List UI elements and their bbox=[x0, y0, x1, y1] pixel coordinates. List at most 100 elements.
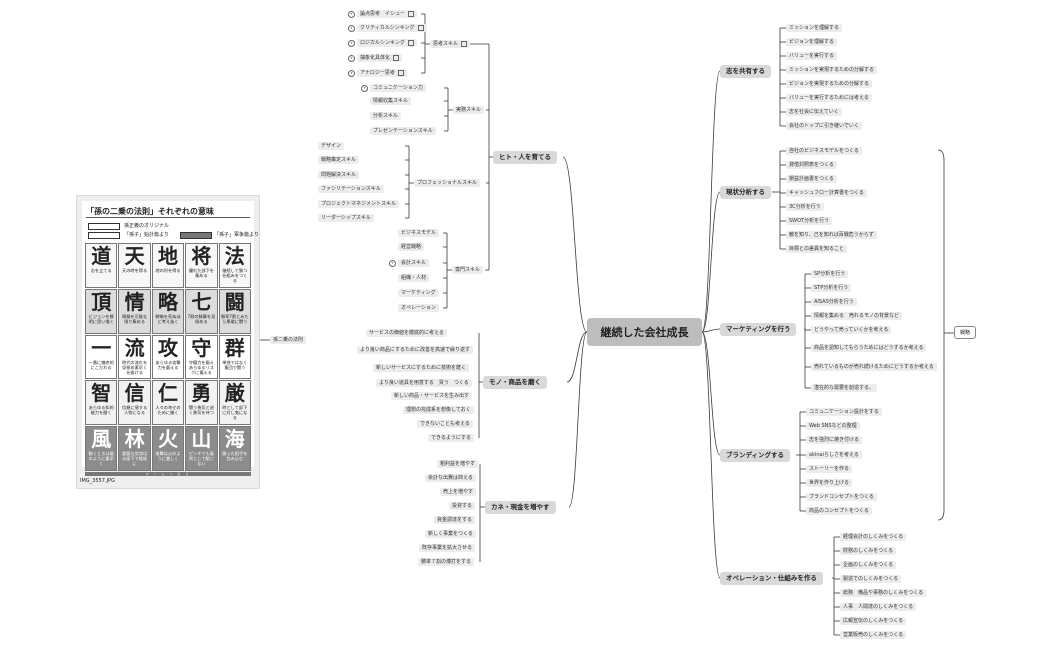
subtopic-analysis-6[interactable]: 敵を知り、己を知れば百戦危うからず bbox=[786, 231, 877, 239]
skill-specialist-5[interactable]: オペレーション bbox=[398, 304, 439, 312]
skill-professional-2[interactable]: 問題解決スキル bbox=[318, 171, 360, 179]
subtopic-analysis-0[interactable]: 自社のビジネスモデルをつくる bbox=[786, 147, 862, 155]
skill-specialist-3[interactable]: 組織・人材 bbox=[398, 274, 430, 282]
subtopic-branding-4[interactable]: ストーリーを作る bbox=[806, 465, 853, 473]
external-link-icon[interactable] bbox=[393, 54, 400, 61]
skill-specialist-2[interactable]: 会計スキル bbox=[398, 259, 430, 267]
skill-think-2[interactable]: ロジカルシンキング bbox=[357, 39, 417, 47]
subtopic-marketing-3[interactable]: 情報を集める 売れるモノの背景など bbox=[811, 312, 903, 320]
external-link-icon[interactable] bbox=[407, 39, 414, 46]
skill-professional-3[interactable]: ファシリテーションスキル bbox=[318, 185, 384, 193]
subgroup-think[interactable]: 思考スキル bbox=[430, 40, 471, 48]
money-item-6[interactable]: 既存事業を拡大させる bbox=[419, 544, 476, 552]
goods-item-3[interactable]: より良い道具を用意する 買う つくる bbox=[376, 379, 472, 387]
skill-professional-5[interactable]: リーダーシップスキル bbox=[318, 214, 374, 222]
skill-professional-1[interactable]: 戦略策定スキル bbox=[318, 156, 360, 164]
subtopic-marketing-1[interactable]: STP分析を行う bbox=[811, 284, 852, 292]
subtopic-operations-5[interactable]: 人事 人間達のしくみをつくる bbox=[840, 603, 917, 611]
skill-practice-1[interactable]: 情報収集スキル bbox=[370, 97, 412, 105]
subtopic-share-2[interactable]: バリューを実行する bbox=[786, 52, 838, 60]
topic-branding[interactable]: ブランディングする bbox=[720, 449, 791, 462]
skill-think-0[interactable]: 論点思考 イシュー bbox=[357, 10, 418, 18]
topic-share[interactable]: 志を共有する bbox=[720, 65, 771, 78]
topic-marker-icon[interactable]: + bbox=[389, 260, 396, 267]
subtopic-share-0[interactable]: ミッションを理解する bbox=[786, 24, 843, 32]
external-link-icon[interactable] bbox=[408, 10, 415, 17]
topic-money[interactable]: カネ・現金を増やす bbox=[485, 501, 556, 514]
subtopic-analysis-7[interactable]: 目標との差異を知ること bbox=[786, 245, 847, 253]
topic-goods[interactable]: モノ・商品を磨く bbox=[483, 376, 547, 389]
money-item-2[interactable]: 売上を増やす bbox=[440, 488, 477, 496]
subtopic-branding-2[interactable]: 志を強烈に焼き付ける bbox=[806, 436, 863, 444]
subtopic-branding-7[interactable]: 商品のコンセプトをつくる bbox=[806, 507, 872, 515]
subtopic-analysis-2[interactable]: 損益計画書をつくる bbox=[786, 175, 837, 183]
skill-practice-0[interactable]: コミュニケーション力 bbox=[370, 84, 426, 92]
money-item-4[interactable]: 資金調達をする bbox=[434, 516, 476, 524]
subtopic-share-5[interactable]: バリューを実行するためには考える bbox=[786, 94, 872, 102]
subtopic-analysis-1[interactable]: 貸借対照表をつくる bbox=[786, 161, 837, 169]
subtopic-marketing-2[interactable]: AISAS分析を行う bbox=[811, 298, 857, 306]
subtopic-share-7[interactable]: 会社のトップに引き継いでいく bbox=[786, 122, 862, 130]
subtopic-branding-6[interactable]: ブランドコンセプトをつくる bbox=[806, 493, 877, 501]
subtopic-operations-1[interactable]: 財務のしくみをつくる bbox=[840, 547, 897, 555]
skill-professional-4[interactable]: プロジェクトマネジメントスキル bbox=[318, 200, 400, 208]
strategy-note[interactable]: 戦略 bbox=[954, 326, 977, 339]
image-card[interactable]: 「孫の二乗の法則」それぞれの意味 孫正義のオリジナル 「孫子」始計篇より 「孫子… bbox=[76, 195, 260, 489]
topic-marker-icon[interactable]: + bbox=[348, 70, 355, 77]
goods-item-1[interactable]: より良い商品にするために改善を高速で繰り返す bbox=[357, 346, 473, 354]
subtopic-marketing-0[interactable]: SP分析を行う bbox=[811, 270, 849, 278]
topic-analysis[interactable]: 現状分析する bbox=[720, 186, 771, 199]
topic-marker-icon[interactable]: + bbox=[348, 55, 355, 62]
skill-specialist-4[interactable]: マーケティング bbox=[398, 289, 439, 297]
subgroup-practice[interactable]: 実務スキル bbox=[453, 106, 485, 114]
left-root-node[interactable]: 孫二乗の法則 bbox=[270, 336, 307, 344]
external-link-icon[interactable] bbox=[461, 40, 468, 47]
subtopic-marketing-5[interactable]: 商品を認知してもらうためにはどうするか考える bbox=[811, 344, 927, 352]
subgroup-professional[interactable]: プロフェッショナルスキル bbox=[414, 179, 481, 187]
external-link-icon[interactable] bbox=[417, 24, 424, 31]
goods-item-7[interactable]: できるようにする bbox=[428, 434, 474, 442]
skill-specialist-1[interactable]: 経営戦略 bbox=[398, 243, 425, 251]
goods-item-0[interactable]: サービスの価値を徹底的に考える bbox=[366, 329, 447, 337]
topic-marker-icon[interactable]: + bbox=[348, 25, 355, 32]
subtopic-share-6[interactable]: 志を社会に伝えていく bbox=[786, 108, 842, 116]
subtopic-share-3[interactable]: ミッションを実現するための分解する bbox=[786, 66, 878, 74]
subtopic-operations-4[interactable]: 総務 備品や事務のしくみをつくる bbox=[840, 589, 927, 597]
central-topic[interactable]: 継続した会社成長 bbox=[587, 318, 702, 346]
money-item-7[interactable]: 勝率７割の博打をする bbox=[418, 558, 475, 566]
subtopic-operations-6[interactable]: 広報宣伝のしくみをつくる bbox=[840, 617, 907, 625]
money-item-0[interactable]: 粗利益を増やす bbox=[437, 460, 479, 468]
topic-marker-icon[interactable]: + bbox=[348, 40, 355, 47]
skill-practice-2[interactable]: 分析スキル bbox=[370, 112, 402, 120]
topic-operations[interactable]: オペレーション・仕組みを作る bbox=[720, 572, 823, 585]
external-link-icon[interactable] bbox=[397, 69, 404, 76]
subtopic-marketing-6[interactable]: 売れているものが売れ続けるためにどうするか考える bbox=[811, 363, 937, 371]
subtopic-branding-1[interactable]: Web SNSなどの整理 bbox=[806, 422, 860, 430]
subtopic-analysis-4[interactable]: 3C分析を行う bbox=[786, 203, 824, 211]
subtopic-operations-7[interactable]: 営業販売のしくみをつくる bbox=[840, 631, 907, 639]
skill-professional-0[interactable]: デザイン bbox=[318, 142, 345, 150]
subtopic-analysis-5[interactable]: SWOT分析を行う bbox=[786, 217, 833, 225]
skill-specialist-0[interactable]: ビジネスモデル bbox=[398, 229, 440, 237]
money-item-1[interactable]: 余計な出費は抑える bbox=[425, 474, 476, 482]
goods-item-6[interactable]: できないことも考える bbox=[417, 420, 473, 428]
subtopic-branding-0[interactable]: コミュニケーション設計をする bbox=[806, 408, 882, 416]
subgroup-specialist[interactable]: 専門スキル bbox=[452, 266, 484, 274]
skill-think-4[interactable]: アナロジー思考 bbox=[357, 69, 407, 77]
subtopic-share-1[interactable]: ビジョンを理解する bbox=[786, 38, 838, 46]
subtopic-operations-2[interactable]: 企画のしくみをつくる bbox=[840, 561, 897, 569]
subtopic-marketing-7[interactable]: 潜在的な需要を創造する。 bbox=[811, 384, 878, 392]
subtopic-analysis-3[interactable]: キャッシュフロー計算書をつくる bbox=[786, 189, 867, 197]
goods-item-4[interactable]: 新しい商品・サービスを生み出す bbox=[391, 392, 473, 400]
money-item-3[interactable]: 投資する bbox=[449, 502, 476, 510]
topic-marker-icon[interactable]: + bbox=[361, 85, 368, 92]
subtopic-marketing-4[interactable]: どうやって売っていくかを考える bbox=[811, 326, 892, 334]
skill-practice-3[interactable]: プレゼンテーションスキル bbox=[370, 127, 436, 135]
subtopic-branding-5[interactable]: 世界を作り上げる bbox=[806, 479, 853, 487]
topic-people[interactable]: ヒト・人を育てる bbox=[493, 151, 557, 164]
skill-think-1[interactable]: クリティカルシンキング bbox=[357, 24, 427, 32]
topic-marker-icon[interactable]: + bbox=[348, 11, 355, 18]
subtopic-branding-3[interactable]: akinaiらしさを考える bbox=[806, 451, 862, 459]
subtopic-operations-0[interactable]: 経理会計のしくみをつくる bbox=[840, 533, 907, 541]
skill-think-3[interactable]: 抽象化具体化 bbox=[357, 54, 403, 62]
